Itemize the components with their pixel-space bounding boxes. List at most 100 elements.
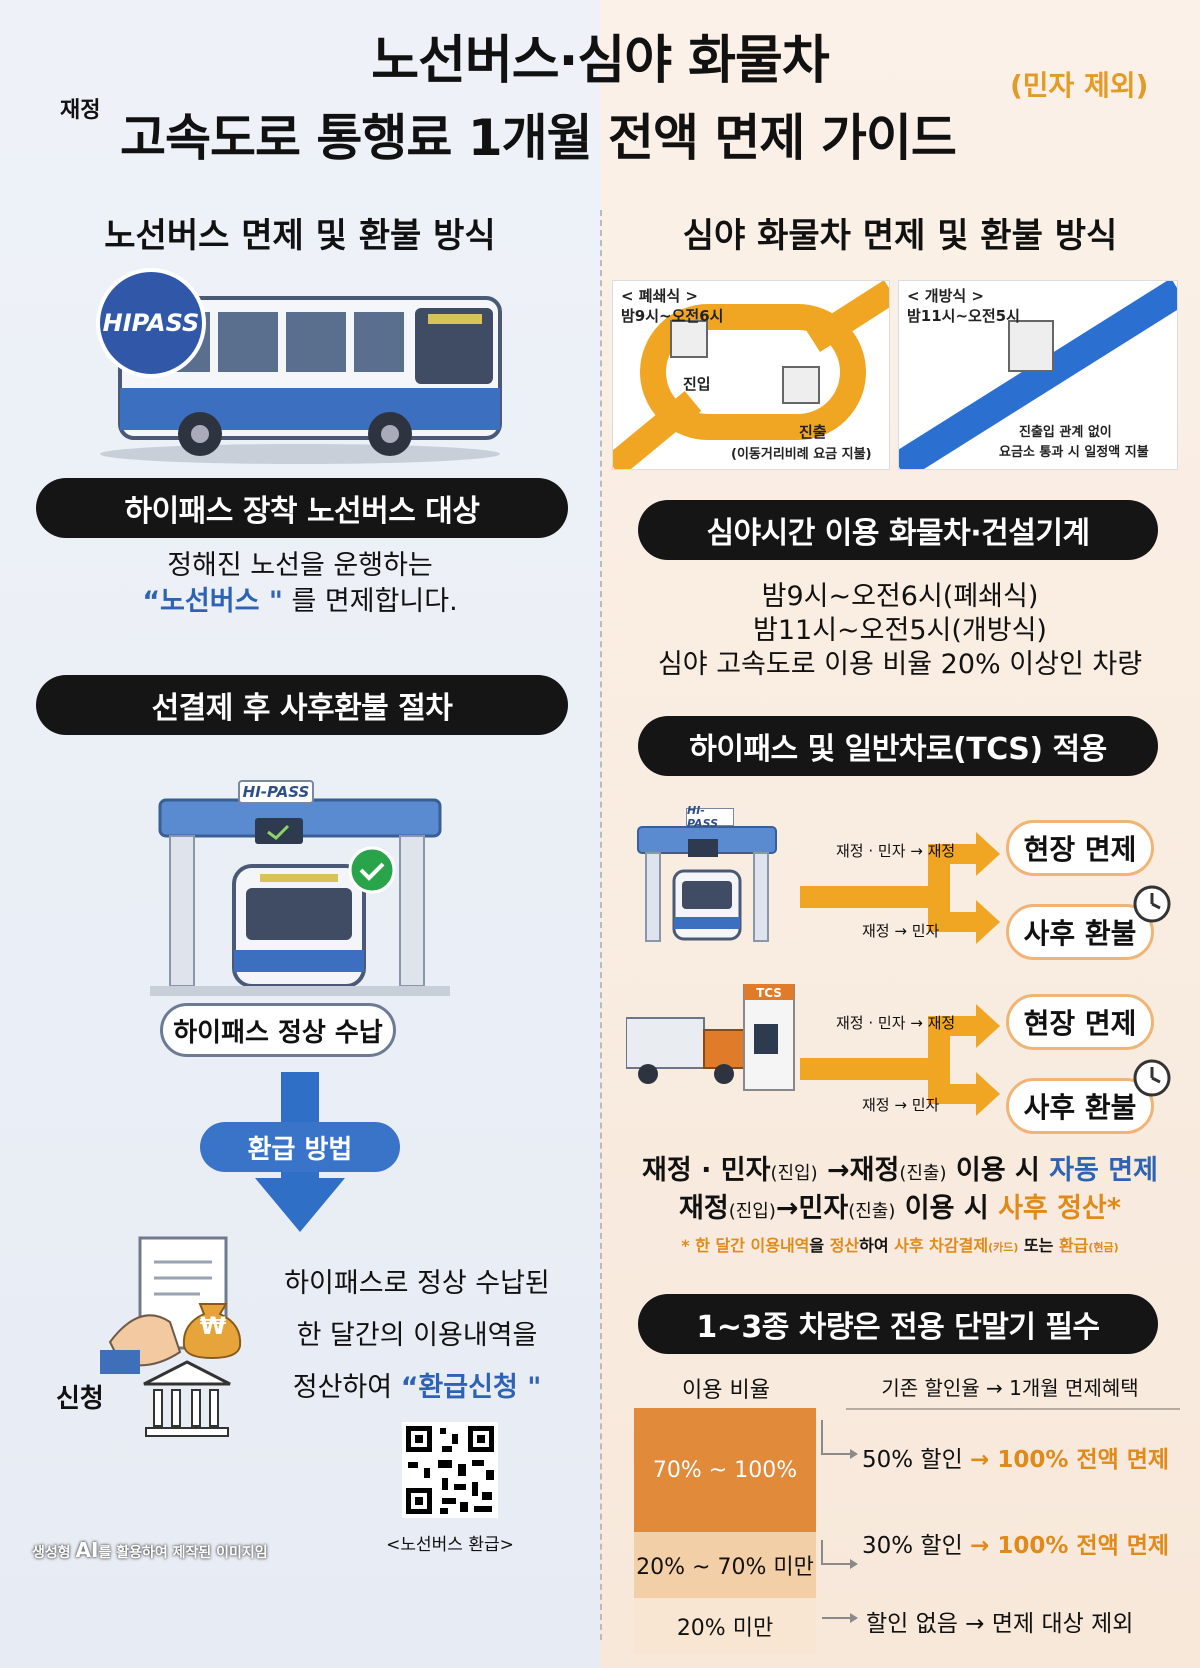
qr-code[interactable] [402,1422,498,1518]
closed-entry: 진입 [683,375,711,393]
center-divider [600,210,602,1640]
ai-notice-ai: AI [75,1538,99,1562]
clock-icon [1133,885,1171,923]
closed-system-panel: < 폐쇄식 > 밤9시~오전6시 진입 진출 (이동거리비례 요금 지불) [612,280,890,470]
usage-row-1: 70% ~ 100% [634,1408,816,1532]
foot-c: 정산 [829,1236,860,1255]
bank-icon [143,1360,231,1437]
foot-g: 또는 [1018,1236,1059,1255]
footnote: * 한 달간 이용내역을 정산하여 사후 차감결제(카드) 또는 환급(현금) [614,1232,1186,1256]
bus-target-quote: “노선버스 " [142,586,283,618]
tollgate-illustration [150,798,450,996]
page-title-line2: 고속도로 통행료 1개월 전액 면제 가이드 [120,109,957,167]
closed-road-illustration [613,281,889,469]
rule1-part-c: →재정 [817,1155,900,1186]
pill-bus-target: 하이패스 장착 노선버스 대상 [36,478,568,538]
ai-notice-prefix: 생성형 [32,1545,76,1561]
table-brackets [821,1420,858,1623]
closed-title: < 폐쇄식 > [621,287,698,305]
rule2-part-c: →민자 [775,1193,849,1224]
tcs-lane-illustration [626,984,795,1091]
usage-row-3: 20% 미만 [634,1598,816,1654]
col-benefit: 기존 할인율 → 1개월 면제혜택 [881,1376,1139,1400]
rule-line1: 재정 · 민자(진입) →재정(진출) 이용 시 자동 면제 [614,1148,1186,1187]
normal-pay-badge: 하이패스 정상 수납 [160,1003,396,1057]
hipass-result-onsite: 현장 면제 [1006,820,1154,876]
open-desc1: 진출입 관계 없이 [1019,425,1112,440]
ai-notice-rest: 를 활용하여 제작된 이미지임 [98,1545,268,1561]
benefit-row-2: 30% 할인 → 100% 전액 면제 [862,1526,1169,1560]
benefit-row1-after: → 100% 전액 면제 [970,1447,1170,1473]
rule1-part-d: (진출) [899,1163,947,1184]
refund-method-badge: 환급 방법 [200,1122,400,1172]
hipass-route-b: 재정 → 민자 [862,922,940,940]
bus-target-line2: “노선버스 " 를 면제합니다. [20,584,580,620]
left-heading: 노선버스 면제 및 환불 방식 [104,216,496,256]
time-line3: 심야 고속도로 이용 비율 20% 이상인 차량 [657,648,1143,680]
benefit-row2-before: 30% 할인 [862,1533,963,1559]
foot-f: (카드) [988,1241,1019,1254]
foot-i: (현금) [1088,1241,1119,1254]
open-desc2: 요금소 통과 시 일정액 지불 [999,445,1149,460]
tcs-route-b: 재정 → 민자 [862,1096,940,1114]
tcs-result-refund: 사후 환불 [1006,1078,1154,1134]
benefit-row-1: 50% 할인 → 100% 전액 면제 [862,1440,1169,1474]
refund-line1: 하이패스로 정상 수납된 [284,1268,550,1299]
table-header-rule [846,1408,1180,1410]
refund-desc: 하이패스로 정상 수납된 한 달간의 이용내역을 정산하여 “환급신청 " [262,1258,572,1414]
money-bag-icon [182,1303,242,1360]
open-road-illustration [899,281,1177,469]
tcs-route-a: 재정 · 민자 → 재정 [836,1014,956,1032]
refund-line2: 한 달간의 이용내역을 [296,1320,538,1351]
rule2-part-e: 이용 시 [895,1193,999,1224]
rule-line2: 재정(진입)→민자(진출) 이용 시 사후 정산* [614,1186,1186,1225]
title-tag: 재정 [60,98,101,123]
benefit-row3-before: 할인 없음 [866,1611,958,1637]
pill-bus-procedure: 선결제 후 사후환불 절차 [36,675,568,735]
hipass-logo-badge: HIPASS [96,268,206,378]
hipass-result-refund: 사후 환불 [1006,904,1154,960]
truck-time-desc: 밤9시~오전6시(폐쇄식) 밤11시~오전5시(개방식) 심야 고속도로 이용 … [620,580,1180,681]
closed-exit: 진출 [799,423,827,441]
apply-label: 신청 [56,1384,104,1414]
hipass-route-arrows [800,832,1000,944]
foot-d: 하여 [859,1236,895,1255]
open-title: < 개방식 > [907,287,984,305]
rule2-part-a: 재정 [679,1193,729,1224]
hipass-lane-illustration [637,826,777,942]
bus-target-rest: 를 면제합니다. [282,586,458,618]
open-system-panel: < 개방식 > 밤11시~오전5시 진출입 관계 없이 요금소 통과 시 일정액… [898,280,1178,470]
clock-icon-2 [1133,1059,1171,1097]
col-usage: 이용 비율 [682,1378,770,1403]
gate-hipass-sign: HI-PASS [238,780,314,804]
rule2-part-d: (진출) [848,1201,896,1222]
qr-caption: <노선버스 환급> [386,1535,514,1555]
refund-apply-quote: “환급신청 " [400,1372,542,1403]
closed-exit-note: (이동거리비례 요금 지불) [731,447,872,462]
open-time: 밤11시~오전5시 [907,307,1020,325]
closed-time: 밤9시~오전6시 [621,307,724,325]
pill-terminal: 1~3종 차량은 전용 단말기 필수 [638,1294,1158,1354]
time-line1: 밤9시~오전6시(폐쇄식) [761,581,1039,612]
qr-code-icon [406,1426,494,1514]
pill-truck-target: 심야시간 이용 화물차·건설기계 [638,500,1158,560]
benefit-row3-after: → 면제 대상 제외 [965,1611,1134,1637]
tcs-result-onsite: 현장 면제 [1006,994,1154,1050]
page-title-line1: 노선버스·심야 화물차 [371,31,829,91]
rule2-post-settle: 사후 정산* [998,1193,1121,1224]
refund-line3-prefix: 정산하여 [292,1372,401,1403]
rule1-auto-exempt: 자동 면제 [1049,1155,1158,1186]
foot-e: 사후 차감결제 [894,1236,989,1255]
pill-lane-apply: 하이패스 및 일반차로(TCS) 적용 [638,716,1158,776]
right-heading: 심야 화물차 면제 및 환불 방식 [682,216,1118,256]
won-symbol: ₩ [199,1312,227,1340]
time-line2: 밤11시~오전5시(개방식) [753,614,1047,646]
hipass-logo-text: HIPASS [102,309,200,337]
usage-row-2: 20% ~ 70% 미만 [634,1532,816,1598]
rule1-part-b: (진입) [770,1163,818,1184]
benefit-row-3: 할인 없음 → 면제 대상 제외 [866,1604,1133,1638]
lane-hipass-sign: HI-PASS [686,804,734,830]
title-note: (민자 제외) [1010,69,1149,102]
rule2-part-b: (진입) [728,1201,776,1222]
benefit-row1-before: 50% 할인 [862,1447,963,1473]
